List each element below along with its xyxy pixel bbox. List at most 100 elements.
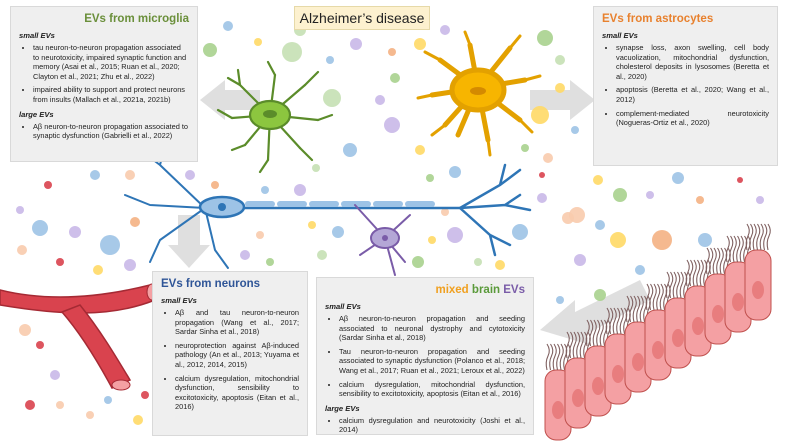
vesicle [495, 260, 505, 270]
neuron-small-item: Aβ and tau neuron-to-neuron propagation … [175, 308, 299, 337]
vesicle [50, 370, 60, 380]
vesicle [543, 153, 553, 163]
vesicle [555, 83, 565, 93]
vesicle [539, 172, 545, 178]
vesicle [240, 250, 250, 260]
neuron-cell [124, 144, 532, 269]
vesicle [32, 220, 48, 236]
vesicle [294, 184, 306, 196]
vesicles [16, 16, 764, 425]
microglia-evs-panel: EVs from microglia small EVs tau neuron-… [10, 6, 198, 162]
vesicle [25, 400, 35, 410]
vesicle [635, 265, 645, 275]
mixed-heading: mixed brain EVs [325, 284, 525, 296]
vesicle [93, 265, 103, 275]
vesicle [441, 208, 449, 216]
microglia-small-item: tau neuron-to-neuron propagation associa… [33, 43, 189, 81]
vesicle [696, 196, 704, 204]
microglia-large-item: Aβ neuron-to-neuron propagation associat… [33, 122, 189, 141]
vesicle [571, 126, 579, 134]
vesicle [133, 415, 143, 425]
vesicle [610, 232, 626, 248]
vesicle [569, 207, 585, 223]
vesicle [16, 206, 24, 214]
microglia-small-item: impaired ability to support and protect … [33, 85, 189, 104]
vesicle [555, 55, 565, 65]
vesicle [86, 411, 94, 419]
vesicle [672, 172, 684, 184]
astrocyte-heading: EVs from astrocytes [602, 13, 714, 25]
vesicle [556, 296, 564, 304]
vesicle [19, 324, 31, 336]
microglia-large-label: large EVs [19, 109, 54, 119]
vesicle [613, 188, 627, 202]
astrocyte-small-item: synapse loss, axon swelling, cell body v… [616, 43, 769, 81]
astrocyte-evs-panel: EVs from astrocytes small EVs synapse lo… [593, 6, 778, 166]
vesicle [44, 181, 52, 189]
vesicle [756, 196, 764, 204]
vesicle [474, 258, 482, 266]
vesicle [282, 42, 302, 62]
vesicle [521, 144, 529, 152]
mixed-small-item: Aβ neuron-to-neuron propagation and seed… [339, 314, 525, 343]
vesicle [223, 21, 233, 31]
vesicle [350, 38, 362, 50]
astrocyte-small-item: complement-mediated neurotoxicity (Nogue… [616, 109, 769, 128]
figure-title: Alzheimer’s disease [294, 6, 430, 30]
vesicle [211, 181, 219, 189]
vesicle [698, 233, 712, 247]
vesicle [594, 289, 606, 301]
vesicle [261, 186, 269, 194]
vesicle [574, 254, 586, 266]
vesicle [17, 245, 27, 255]
neuron-small-item: calcium dysregulation, mitochondrial dys… [175, 374, 299, 412]
mixed-large-item: calcium dysregulation and neurotoxicity … [339, 416, 525, 435]
arrow-to-mixed-panel [540, 280, 650, 345]
vesicle [512, 224, 528, 240]
microglia-small-label: small EVs [19, 31, 55, 40]
neuron-small-item: neuroprotection against Aβ-induced patho… [175, 341, 299, 370]
astrocyte-small-item: apoptosis (Beretta et al., 2020; Wang et… [616, 85, 769, 104]
vesicle [737, 177, 743, 183]
vesicle [323, 89, 341, 107]
vesicle [185, 170, 195, 180]
mixed-heading-word: mixed [435, 284, 469, 296]
vesicle [447, 227, 463, 243]
vesicle [141, 391, 149, 399]
mixed-small-label: small EVs [325, 302, 361, 311]
vesicle [36, 341, 44, 349]
vesicle [332, 226, 344, 238]
vesicle [426, 174, 434, 182]
vesicle [375, 95, 385, 105]
microglia-heading: EVs from microglia [84, 13, 189, 25]
vesicle [593, 175, 603, 185]
vesicle [125, 170, 135, 180]
astrocyte-small-label: small EVs [602, 31, 638, 40]
mixed-small-item: calcium dysregulation, mitochondrial dys… [339, 380, 525, 399]
vesicle [531, 106, 549, 124]
mixed-small-item: Tau neuron-to-neuron propagation and see… [339, 347, 525, 376]
mixed-brain-evs-panel: mixed brain EVs small EVs Aβ neuron-to-n… [316, 277, 534, 435]
vesicle [266, 258, 274, 266]
vesicle [652, 230, 672, 250]
vesicle [256, 231, 264, 239]
vesicle [56, 401, 64, 409]
vesicle [317, 250, 327, 260]
astrocyte-cell [416, 30, 542, 157]
vesicle [537, 30, 553, 46]
neuron-small-label: small EVs [161, 296, 197, 305]
epithelium-layer [544, 223, 772, 441]
vesicle [412, 256, 424, 268]
vesicle [130, 217, 140, 227]
vesicle [595, 220, 605, 230]
vesicle [646, 191, 654, 199]
vesicle [343, 143, 357, 157]
vesicle [254, 38, 262, 46]
vesicle [308, 221, 316, 229]
vesicle [69, 226, 81, 238]
vesicle [104, 396, 112, 404]
vesicle [124, 259, 136, 271]
vesicle [326, 56, 334, 64]
vesicle [415, 145, 425, 155]
